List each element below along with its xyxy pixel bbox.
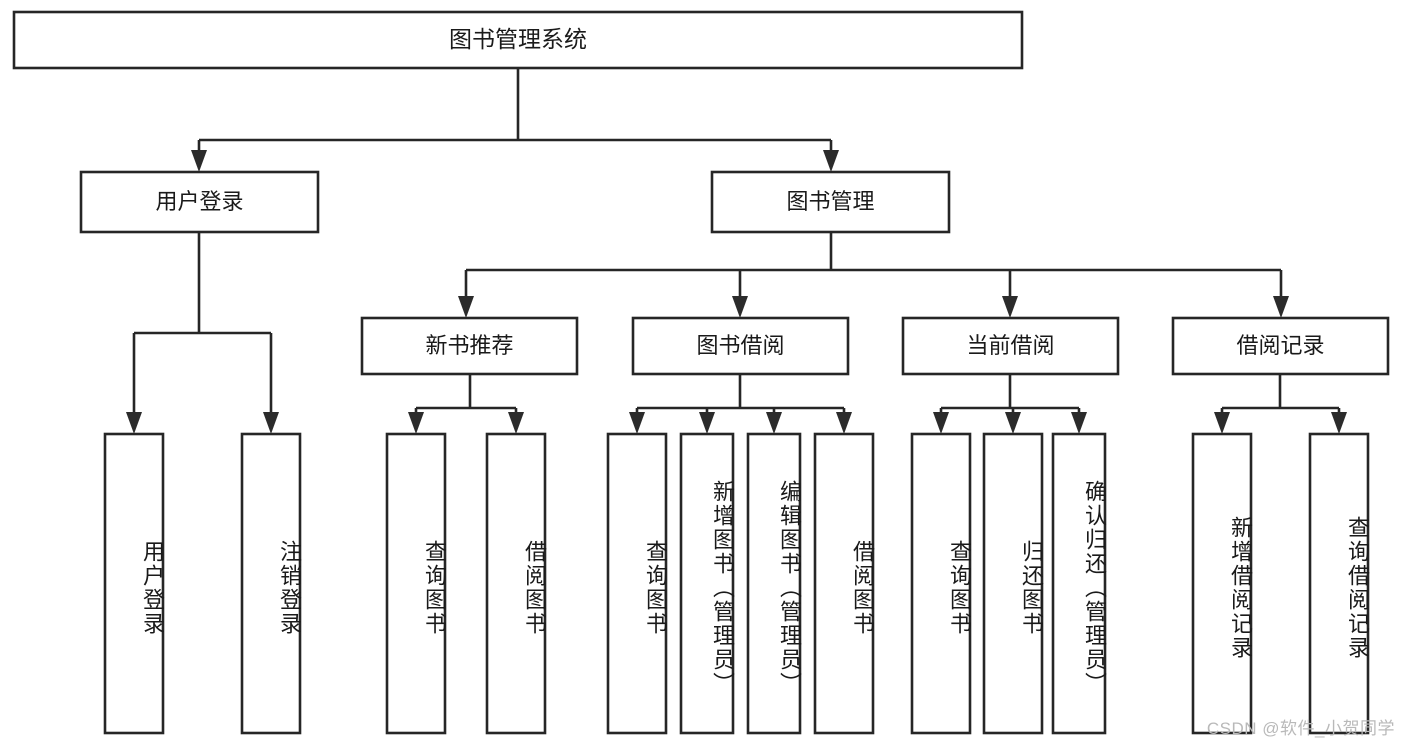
arrow-to-level1 [823, 150, 839, 172]
arrow-to-leaf [699, 412, 715, 434]
level2-node-borrow-record-box[interactable] [1171, 316, 1390, 376]
arrow-to-leaf [1071, 412, 1087, 434]
level1-node-user-login-box[interactable] [79, 170, 320, 234]
arrow-to-level2 [458, 296, 474, 318]
root-node-box[interactable] [12, 10, 1024, 70]
level1-node-user-login-label: 用户登录 [155, 189, 243, 214]
arrow-to-leaf [126, 412, 142, 434]
arrow-to-leaf [933, 412, 949, 434]
leaf-node-user-login-leaf-box[interactable] [103, 432, 165, 735]
arrow-to-leaf [408, 412, 424, 434]
leaf-node-return-book-box[interactable] [982, 432, 1044, 735]
leaf-node-q-book-1-box[interactable] [385, 432, 447, 735]
leaf-node-b-book-1-box[interactable] [485, 432, 547, 735]
level1-node-book-manage-label: 图书管理 [786, 189, 874, 214]
leaf-node-b-book-2-box[interactable] [813, 432, 875, 735]
leaf-node-add-record-box[interactable] [1191, 432, 1253, 735]
level2-node-current-borrow-box[interactable] [901, 316, 1120, 376]
leaf-node-edit-book-box[interactable] [746, 432, 802, 735]
arrow-to-leaf [836, 412, 852, 434]
root-node-label: 图书管理系统 [449, 26, 587, 52]
arrow-to-level2 [1273, 296, 1289, 318]
node-boxes [12, 10, 1390, 735]
connector-lines [126, 68, 1347, 434]
level2-node-book-borrow-label: 图书借阅 [696, 333, 784, 358]
arrow-to-leaf [1331, 412, 1347, 434]
leaf-node-confirm-return-box[interactable] [1051, 432, 1107, 735]
arrow-to-level2 [1002, 296, 1018, 318]
level2-node-new-book-rec-box[interactable] [360, 316, 579, 376]
leaf-node-q-book-2-box[interactable] [606, 432, 668, 735]
level2-node-book-borrow-box[interactable] [631, 316, 850, 376]
level1-node-book-manage-box[interactable] [710, 170, 951, 234]
leaf-node-query-record-box[interactable] [1308, 432, 1370, 735]
arrow-to-leaf [508, 412, 524, 434]
level2-node-current-borrow-label: 当前借阅 [966, 333, 1054, 358]
watermark: CSDN @软件_小贺同学 [1206, 719, 1395, 738]
leaf-node-user-logout-leaf-box[interactable] [240, 432, 302, 735]
arrow-to-level2 [732, 296, 748, 318]
arrow-to-leaf [263, 412, 279, 434]
arrow-to-leaf [629, 412, 645, 434]
level2-node-new-book-rec-label: 新书推荐 [425, 333, 513, 358]
leaf-node-add-book-box[interactable] [679, 432, 735, 735]
leaf-node-q-book-3-box[interactable] [910, 432, 972, 735]
arrow-to-leaf [1005, 412, 1021, 434]
arrow-to-leaf [1214, 412, 1230, 434]
arrow-to-leaf [766, 412, 782, 434]
arrow-to-level1 [191, 150, 207, 172]
level2-node-borrow-record-label: 借阅记录 [1236, 333, 1324, 358]
